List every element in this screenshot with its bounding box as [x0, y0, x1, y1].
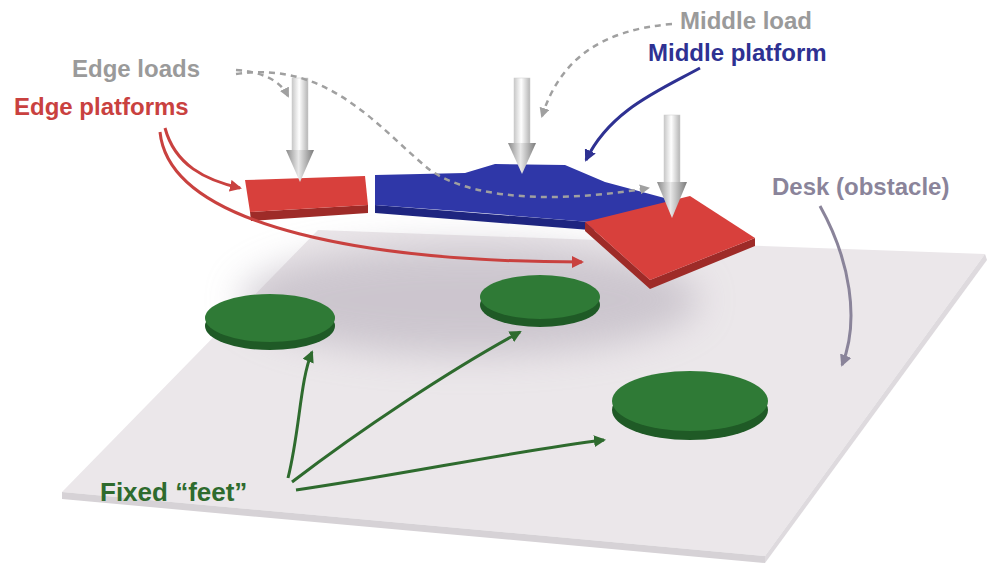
callout-label: Middle platform — [648, 40, 827, 66]
callout-label: Edge loads — [72, 56, 200, 82]
callout-label: Fixed “feet” — [100, 478, 247, 507]
callout-label: Desk (obstacle) — [772, 174, 949, 200]
callout-label: Middle load — [680, 8, 812, 34]
callout-label: Edge platforms — [14, 94, 189, 120]
